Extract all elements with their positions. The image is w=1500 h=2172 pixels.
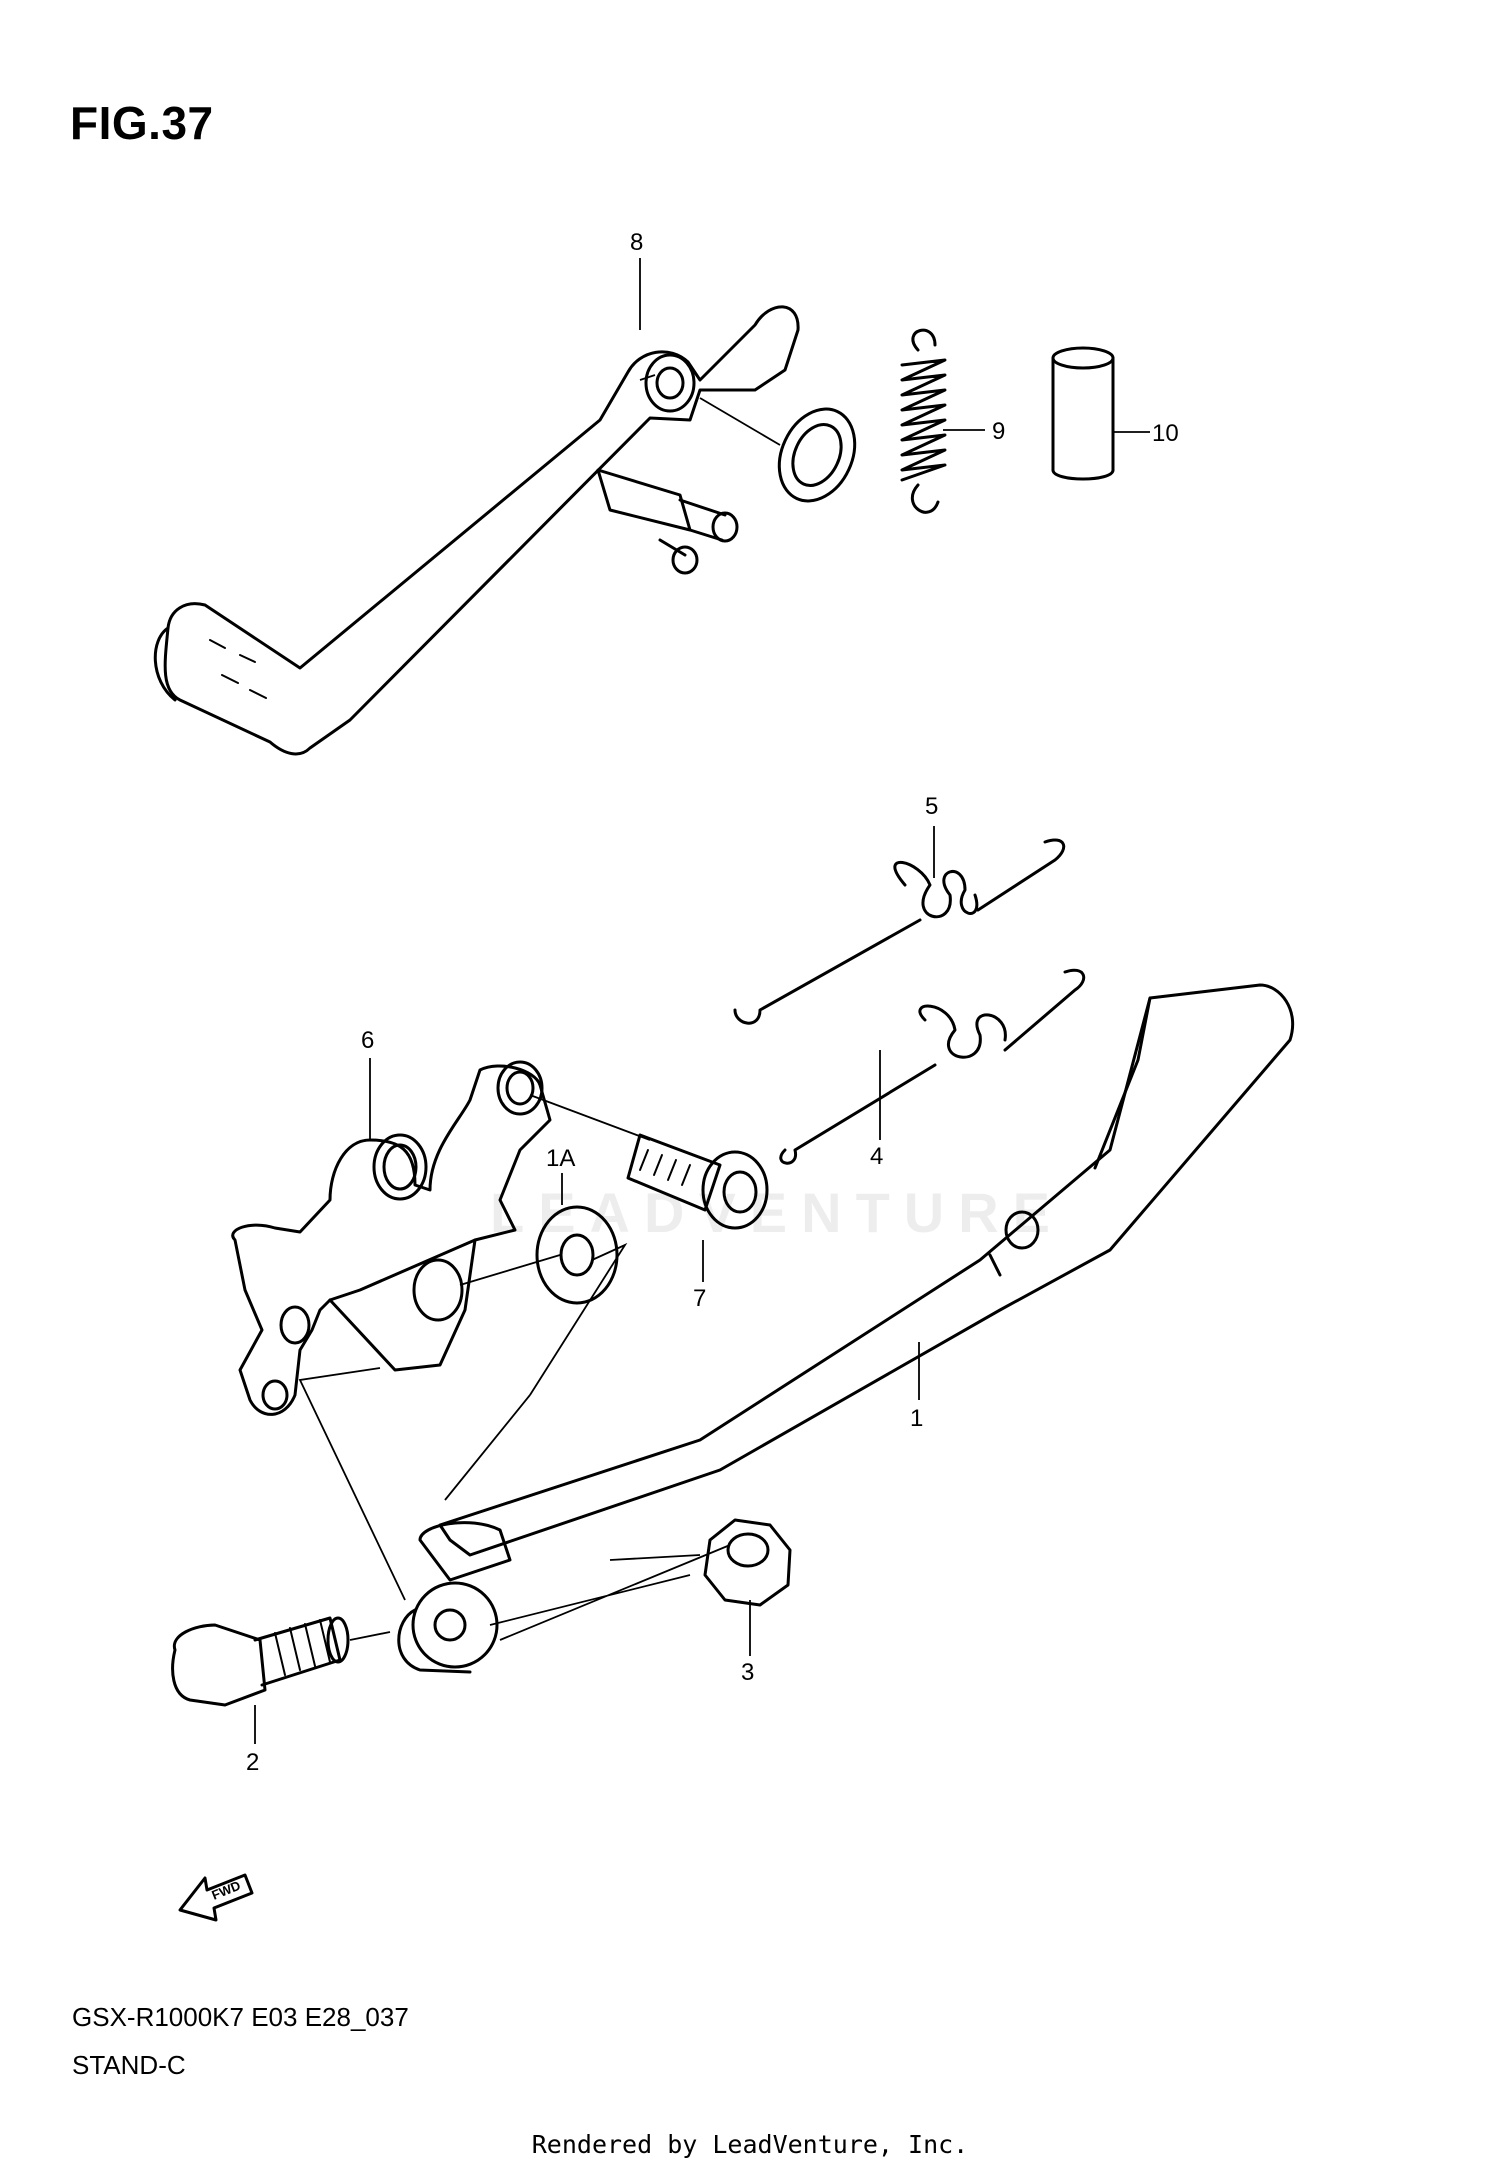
diagram-code: GSX-R1000K7 E03 E28_037 bbox=[72, 2002, 409, 2032]
part-4-spring[interactable] bbox=[779, 968, 1086, 1165]
callout-1: 1 bbox=[910, 1405, 923, 1432]
rendered-by-credit: Rendered by LeadVenture, Inc. bbox=[531, 2130, 969, 2159]
callout-3: 3 bbox=[741, 1659, 754, 1686]
part-6-bracket[interactable] bbox=[231, 1060, 651, 1416]
callout-8: 8 bbox=[630, 229, 643, 256]
callout-5: 5 bbox=[925, 793, 938, 820]
part-5-spring[interactable] bbox=[733, 838, 1066, 1025]
callout-7: 7 bbox=[693, 1285, 706, 1312]
part-1-side-stand[interactable] bbox=[298, 983, 1295, 1674]
diagram-name: STAND-C bbox=[72, 2050, 186, 2080]
part-7-bolt[interactable] bbox=[626, 1133, 769, 1230]
callout-2: 2 bbox=[246, 1749, 259, 1776]
fwd-arrow-icon: FWD bbox=[178, 1873, 254, 1922]
part-8-shift-lever[interactable] bbox=[153, 305, 800, 756]
figure-title: FIG.37 bbox=[70, 97, 214, 149]
callout-4: 4 bbox=[870, 1143, 883, 1170]
part-8-washer[interactable] bbox=[765, 397, 869, 514]
callout-1a: 1A bbox=[546, 1145, 575, 1172]
part-3-nut[interactable] bbox=[609, 1518, 792, 1607]
callout-9: 9 bbox=[992, 418, 1005, 445]
callout-6: 6 bbox=[361, 1027, 374, 1054]
part-2-bolt[interactable] bbox=[171, 1616, 391, 1707]
callout-10: 10 bbox=[1152, 420, 1179, 447]
part-10-collar[interactable] bbox=[1051, 346, 1115, 481]
leadventure-watermark: LEADVENTURE bbox=[490, 1181, 1065, 1244]
part-9-spring[interactable] bbox=[900, 328, 947, 514]
callout-leaders bbox=[254, 258, 1150, 1744]
part-1a-washer[interactable] bbox=[459, 1205, 628, 1396]
